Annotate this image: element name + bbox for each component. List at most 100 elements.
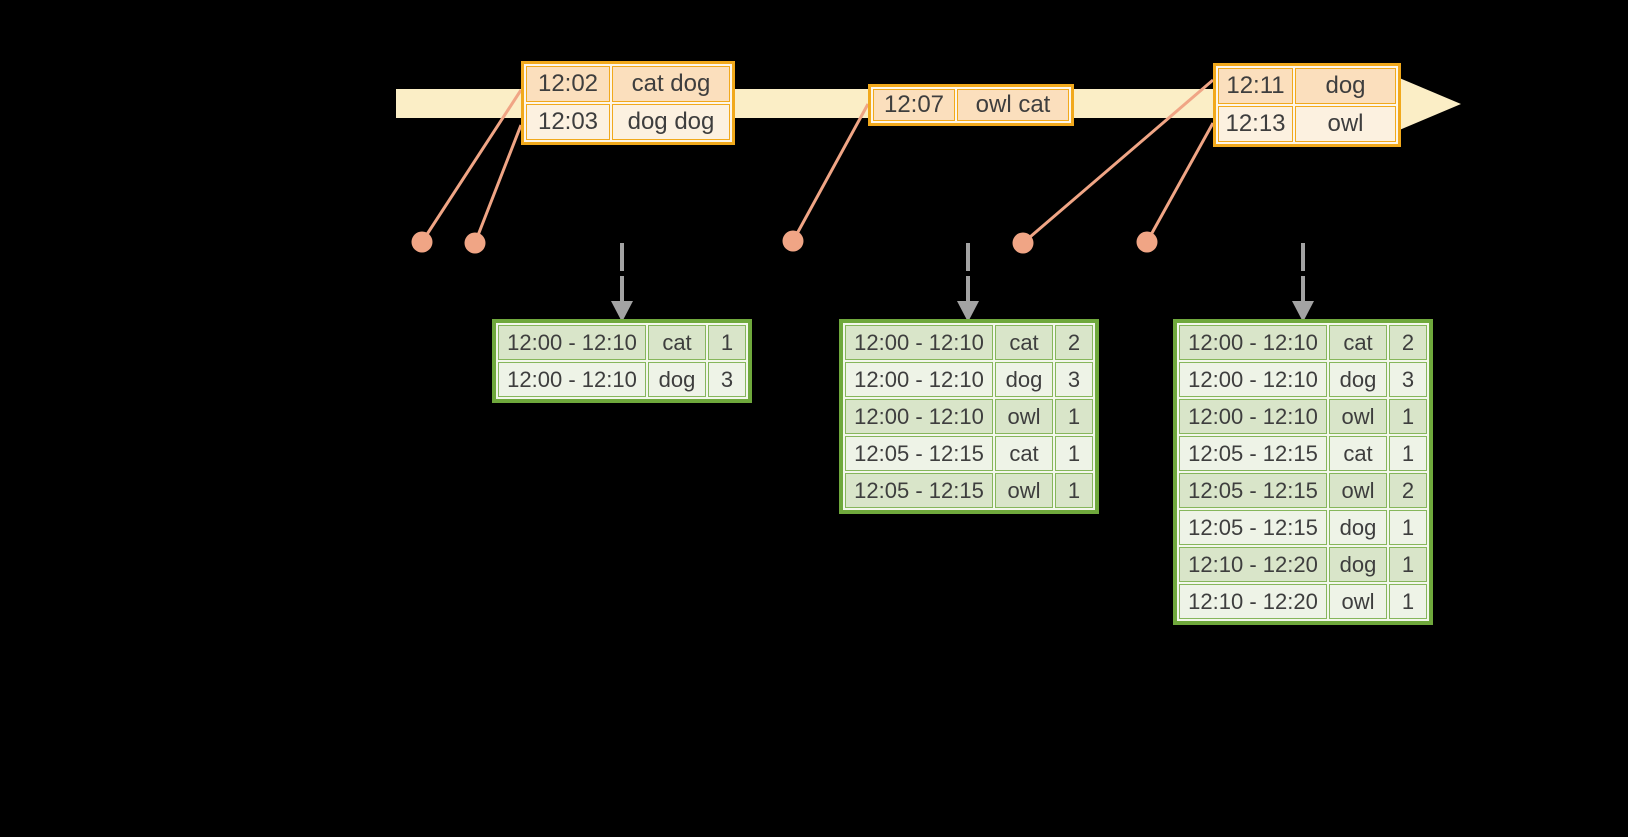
event-connector-line xyxy=(420,89,523,243)
window-cell: 12:00 - 12:10 xyxy=(845,362,993,397)
window-cell: 12:00 - 12:10 xyxy=(845,325,993,360)
window-cell: 12:10 - 12:20 xyxy=(1179,547,1327,582)
event-dot xyxy=(464,232,486,254)
word-cell: dog xyxy=(1329,547,1387,582)
count-cell: 1 xyxy=(1055,436,1093,471)
event-words-cell: dog dog xyxy=(612,104,730,140)
word-cell: owl xyxy=(995,399,1053,434)
event-connector-line xyxy=(1022,78,1214,245)
window-cell: 12:05 - 12:15 xyxy=(1179,510,1327,545)
word-cell: cat xyxy=(1329,436,1387,471)
word-cell: cat xyxy=(995,436,1053,471)
timeline-arrowhead-icon xyxy=(1397,77,1461,131)
window-cell: 12:05 - 12:15 xyxy=(1179,473,1327,508)
word-cell: owl xyxy=(995,473,1053,508)
count-cell: 1 xyxy=(1055,399,1093,434)
count-cell: 1 xyxy=(1389,399,1427,434)
window-cell: 12:00 - 12:10 xyxy=(845,399,993,434)
word-cell: dog xyxy=(1329,362,1387,397)
event-dot xyxy=(1136,231,1158,253)
word-cell: owl xyxy=(1329,399,1387,434)
count-cell: 3 xyxy=(708,362,746,397)
event-connector-line xyxy=(473,124,523,244)
word-cell: owl xyxy=(1329,473,1387,508)
word-cell: cat xyxy=(995,325,1053,360)
count-cell: 1 xyxy=(1389,436,1427,471)
event-dot xyxy=(1012,232,1034,254)
trigger-arrowhead-icon xyxy=(611,301,633,322)
word-cell: cat xyxy=(648,325,706,360)
window-cell: 12:00 - 12:10 xyxy=(498,362,646,397)
event-words-cell: cat dog xyxy=(612,66,730,102)
window-cell: 12:00 - 12:10 xyxy=(1179,325,1327,360)
trigger-arrow xyxy=(957,243,979,322)
trigger-arrowhead-icon xyxy=(1292,301,1314,322)
count-cell: 2 xyxy=(1389,325,1427,360)
word-cell: cat xyxy=(1329,325,1387,360)
count-cell: 1 xyxy=(1389,547,1427,582)
count-cell: 1 xyxy=(1055,473,1093,508)
event-time-cell: 12:11 xyxy=(1218,68,1293,104)
window-cell: 12:00 - 12:10 xyxy=(498,325,646,360)
count-cell: 2 xyxy=(1055,325,1093,360)
event-words-cell: owl cat xyxy=(957,89,1069,121)
event-dot xyxy=(782,230,804,252)
window-cell: 12:05 - 12:15 xyxy=(845,473,993,508)
event-words-cell: dog xyxy=(1295,68,1396,104)
event-time-cell: 12:07 xyxy=(873,89,955,121)
word-cell: dog xyxy=(995,362,1053,397)
window-cell: 12:00 - 12:10 xyxy=(1179,362,1327,397)
window-cell: 12:00 - 12:10 xyxy=(1179,399,1327,434)
trigger-arrowhead-icon xyxy=(957,301,979,322)
count-cell: 1 xyxy=(1389,584,1427,619)
count-cell: 3 xyxy=(1055,362,1093,397)
count-cell: 2 xyxy=(1389,473,1427,508)
word-cell: dog xyxy=(648,362,706,397)
trigger-arrow xyxy=(1292,243,1314,322)
trigger-arrow xyxy=(611,243,633,322)
count-cell: 1 xyxy=(1389,510,1427,545)
window-cell: 12:05 - 12:15 xyxy=(1179,436,1327,471)
event-connector-line xyxy=(1145,122,1215,243)
event-dot xyxy=(411,231,433,253)
event-words-cell: owl xyxy=(1295,106,1396,142)
event-time-cell: 12:03 xyxy=(526,104,610,140)
